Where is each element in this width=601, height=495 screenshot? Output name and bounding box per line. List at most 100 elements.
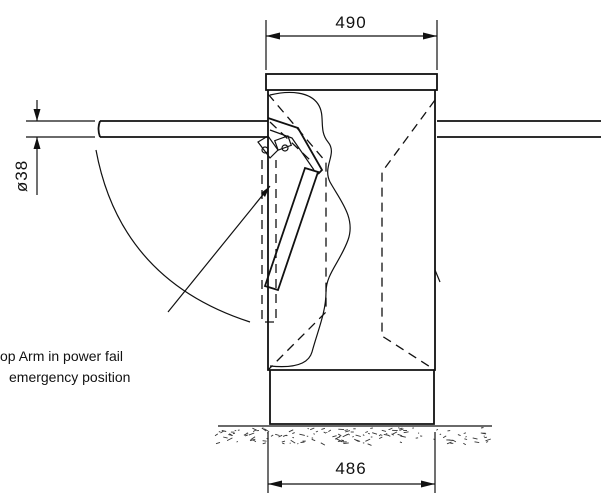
ground-speck bbox=[464, 438, 468, 440]
ground-speck bbox=[356, 439, 361, 442]
ground-speck bbox=[215, 441, 221, 445]
ground-speck bbox=[379, 434, 383, 436]
ground-speck bbox=[315, 430, 319, 433]
bottom-dimension-label: 486 bbox=[335, 459, 366, 478]
ground-speck bbox=[436, 428, 439, 431]
turnstile-cabinet bbox=[265, 73, 441, 425]
ground-speck bbox=[345, 430, 351, 433]
ground-speck bbox=[370, 427, 373, 429]
arm-swing-arc bbox=[95, 149, 251, 323]
ground-speck bbox=[367, 443, 372, 446]
ground-speck bbox=[365, 438, 371, 442]
ground-speck bbox=[484, 436, 487, 439]
ground-speck bbox=[381, 429, 387, 432]
ground-speck bbox=[275, 433, 280, 436]
ground-speck bbox=[229, 433, 232, 436]
ground-speck bbox=[389, 427, 393, 430]
ground-speck bbox=[399, 428, 404, 431]
ground-speck bbox=[262, 442, 266, 445]
ground-speck bbox=[472, 437, 478, 440]
ground-speck bbox=[323, 431, 327, 434]
ground-speck bbox=[290, 439, 296, 444]
ground-speck bbox=[485, 438, 491, 442]
right-barrier-arm bbox=[437, 120, 601, 138]
ground-speck bbox=[355, 434, 361, 437]
ground-speck bbox=[328, 429, 332, 432]
ground-speck bbox=[282, 442, 285, 445]
ground-speck bbox=[214, 433, 219, 437]
ground-speck bbox=[335, 438, 342, 442]
ground-speck bbox=[365, 431, 369, 433]
ground-speck bbox=[400, 435, 406, 438]
ground-speck bbox=[292, 432, 295, 435]
ground-speck bbox=[264, 428, 270, 433]
callout-line-1: op Arm in power fail bbox=[0, 348, 123, 364]
bottom-dimension: 486 bbox=[267, 432, 436, 493]
ground-speck bbox=[480, 427, 484, 429]
ground-speck bbox=[346, 433, 350, 436]
ground-speck bbox=[281, 440, 286, 443]
ground-speck bbox=[397, 433, 403, 437]
left-barrier-arm bbox=[97, 120, 268, 138]
top-dimension-label: 490 bbox=[335, 13, 366, 32]
ground-speck bbox=[368, 432, 370, 435]
ground-speck bbox=[442, 435, 447, 439]
ground-speck bbox=[320, 442, 326, 446]
ground-speck bbox=[372, 432, 378, 435]
ground-speck bbox=[378, 434, 381, 437]
ground-speck bbox=[313, 433, 315, 435]
ground-speck bbox=[248, 432, 255, 436]
ground-speck bbox=[261, 427, 267, 432]
ground-speck bbox=[385, 433, 388, 435]
ground-speck bbox=[243, 432, 249, 436]
arm-diameter-dimension: ø38 bbox=[12, 100, 95, 195]
ground-speck bbox=[392, 431, 398, 435]
ground-speck bbox=[352, 436, 354, 438]
ground-speck bbox=[223, 436, 228, 439]
hub-mechanism bbox=[257, 117, 324, 175]
ground-speck bbox=[270, 434, 274, 437]
ground-speck bbox=[474, 441, 480, 444]
arm-diameter-label: ø38 bbox=[12, 160, 31, 192]
ground-speck bbox=[236, 441, 239, 443]
ground-speck bbox=[226, 437, 233, 442]
ground-speck bbox=[297, 443, 299, 445]
ground-speck bbox=[262, 440, 267, 442]
dropped-arm bbox=[263, 166, 320, 292]
ground-speck bbox=[252, 439, 257, 443]
ground-speck bbox=[278, 434, 283, 438]
ground-speck bbox=[321, 427, 326, 430]
ground-speck bbox=[344, 429, 349, 431]
ground-speck bbox=[252, 429, 257, 432]
ground-speck bbox=[398, 427, 403, 430]
ground-speck bbox=[399, 441, 403, 444]
ground-speck bbox=[250, 436, 256, 441]
ground-speck bbox=[446, 441, 452, 445]
ground-speck bbox=[252, 427, 257, 431]
ground-speck bbox=[334, 436, 340, 440]
ground-speck bbox=[332, 435, 337, 438]
ground-speck bbox=[343, 442, 349, 444]
ground-speck bbox=[300, 441, 305, 443]
callout-line-2: emergency position bbox=[9, 369, 130, 385]
cutaway-outline bbox=[269, 91, 351, 368]
ground-speck bbox=[463, 432, 467, 434]
ground-speck bbox=[232, 432, 236, 435]
ground-speck bbox=[448, 439, 454, 441]
ground-speck bbox=[378, 436, 383, 439]
ground-speck bbox=[288, 429, 294, 433]
hidden-lines bbox=[261, 93, 436, 371]
ground-speck bbox=[338, 435, 341, 438]
ground-speck bbox=[362, 434, 365, 436]
ground-speck bbox=[244, 434, 249, 437]
ground-speck bbox=[480, 432, 487, 435]
ground-speck bbox=[463, 442, 467, 446]
ground-speck bbox=[299, 433, 305, 436]
ground-speck bbox=[485, 441, 489, 443]
ground-speck bbox=[220, 430, 225, 434]
ground-speck bbox=[221, 430, 227, 432]
ground-speck bbox=[387, 434, 391, 437]
ground-speck bbox=[465, 436, 467, 438]
ground-speck bbox=[310, 427, 315, 431]
